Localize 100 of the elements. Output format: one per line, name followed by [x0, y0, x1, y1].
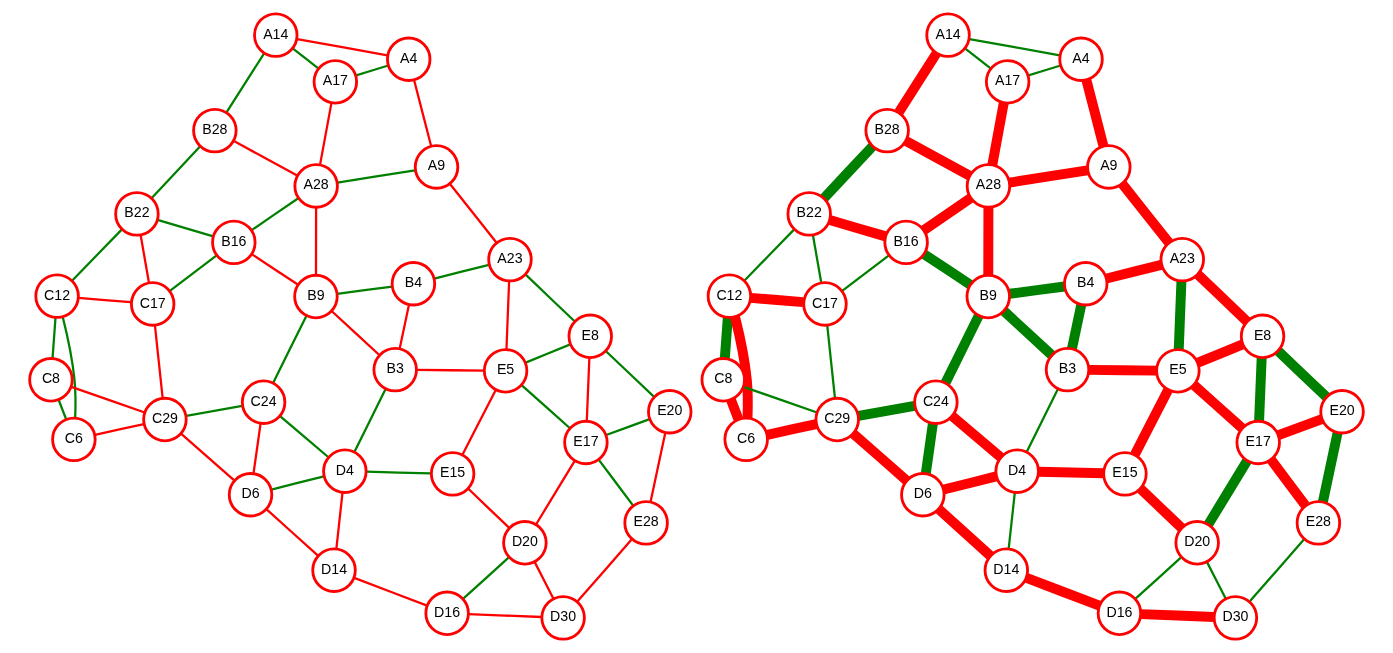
connector: [766, 419, 818, 440]
node-circle: E5: [1155, 348, 1201, 394]
node-circle: C12: [34, 273, 80, 319]
connector: [1025, 388, 1060, 452]
connector: [826, 325, 837, 399]
connector: [335, 492, 344, 549]
node-circle: E15: [429, 451, 476, 497]
connector: [1206, 561, 1227, 600]
connector: [719, 317, 733, 359]
connector: [983, 207, 994, 275]
connector: [941, 313, 984, 386]
connector: [605, 350, 655, 398]
node-circle: A23: [487, 236, 533, 283]
connector: [920, 422, 938, 475]
node-circle: D14: [311, 547, 357, 593]
connector: [726, 398, 744, 421]
node-circle: A28: [965, 163, 1012, 209]
connector: [894, 50, 941, 115]
node-circle: B22: [114, 191, 160, 237]
connector: [524, 273, 576, 323]
node-circle: E20: [1319, 389, 1365, 435]
connector: [314, 207, 318, 275]
node-circle: C24: [913, 379, 959, 425]
connector: [1008, 281, 1066, 299]
node-circle: D4: [322, 448, 368, 494]
connector: [841, 254, 890, 292]
node-circle: E8: [567, 313, 613, 359]
connector: [505, 281, 511, 350]
connector: [1130, 387, 1173, 457]
connector: [857, 401, 916, 421]
node-circle: D4: [994, 448, 1040, 494]
node-circle: D14: [983, 547, 1029, 593]
connector: [416, 368, 484, 372]
connector: [1134, 556, 1182, 600]
node-circle: E28: [623, 500, 669, 546]
node-circle: A14: [253, 12, 299, 58]
connector: [743, 228, 796, 282]
connector: [251, 197, 299, 232]
node-circle: C29: [814, 396, 860, 443]
connector: [743, 385, 818, 414]
node-circle: A28: [293, 163, 339, 209]
connector: [251, 253, 299, 286]
connector: [467, 487, 510, 529]
connector: [949, 412, 1004, 462]
connector: [811, 235, 823, 283]
node-circle: B22: [786, 191, 832, 237]
connector: [449, 183, 498, 244]
connector: [1317, 431, 1343, 504]
connector: [969, 37, 1060, 57]
connector: [1276, 414, 1324, 440]
node-circle: D20: [1174, 520, 1220, 566]
node-circle: A23: [1159, 236, 1205, 283]
node-circle: A17: [984, 59, 1031, 105]
connector: [1190, 381, 1246, 432]
connector: [252, 423, 262, 474]
node-circle: A9: [1086, 144, 1132, 190]
connector: [153, 325, 164, 399]
node-circle: E8: [1239, 313, 1286, 359]
connector: [157, 218, 214, 238]
connector: [353, 576, 428, 607]
connector: [139, 235, 151, 283]
connector: [271, 475, 325, 491]
connector: [1274, 347, 1330, 401]
connector: [353, 388, 387, 452]
connector: [1024, 573, 1102, 611]
connector: [330, 310, 380, 356]
connector: [233, 140, 298, 177]
node-circle: A4: [386, 36, 432, 82]
node-circle: D16: [424, 590, 470, 636]
node-circle: D30: [540, 595, 586, 641]
node-circle: D16: [1096, 590, 1143, 636]
connector: [70, 385, 146, 414]
connector: [1249, 538, 1306, 603]
connector: [94, 423, 145, 436]
node-circle: C6: [723, 416, 769, 463]
node-circle: B9: [965, 273, 1011, 320]
connector: [272, 315, 308, 384]
node-circle: C12: [706, 273, 753, 319]
node-circle: B4: [390, 261, 437, 307]
node-circle: E17: [1235, 419, 1281, 466]
connector: [225, 52, 266, 113]
connector: [1009, 165, 1089, 188]
connector: [462, 556, 510, 600]
connector: [942, 471, 998, 495]
connector: [1173, 280, 1187, 350]
node-circle: A9: [413, 144, 460, 190]
connector: [337, 169, 416, 184]
node-circle: C24: [240, 379, 287, 425]
connector: [265, 508, 319, 557]
node-circle: C17: [802, 281, 848, 327]
connector: [576, 538, 633, 603]
connector: [180, 432, 236, 482]
connector: [1105, 260, 1163, 284]
connector: [61, 316, 77, 418]
node-circle: A14: [925, 12, 971, 58]
connector: [1140, 609, 1215, 622]
node-circle: B16: [211, 219, 257, 266]
connector: [1118, 180, 1173, 246]
connector: [597, 458, 634, 506]
connector: [935, 505, 994, 560]
